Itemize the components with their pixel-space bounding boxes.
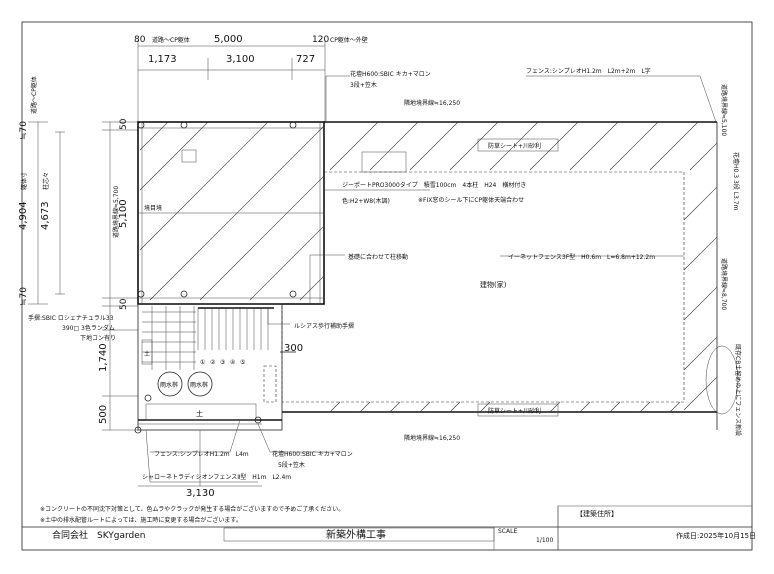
fence-top-label: フェンス:シンプレオH1.2m L2m+2m L字 — [526, 67, 651, 75]
dim-hashirashin: 柱芯々 — [42, 172, 50, 190]
fence-bottom-label: フェンス:シンプレオH1.2m L4m — [154, 451, 249, 458]
soil-label: 土 — [196, 409, 203, 418]
dim-road-cp-left: 道路〜CP躯体 — [30, 76, 38, 114]
company-name: 合同会社 SKYgarden — [52, 529, 146, 541]
carport-label: ジーポートPRO3000タイプ 積雪100cm 4本柱 H24 横材付き — [342, 181, 526, 189]
title-block — [22, 505, 753, 551]
dim-50-bottom: 50 — [119, 298, 129, 310]
dim-80: 80 — [134, 35, 146, 45]
num-3: ③ — [220, 359, 225, 366]
right-bottom-vert: 既存CB土留めの上にフェンス新設 — [734, 344, 742, 436]
tesuri-left-label: 手摺:SBIC ロシェナチュラル33 — [28, 314, 114, 322]
handrail-label: ルシアス歩行補助手摺 — [294, 322, 354, 330]
boundary-bottom-label: 隣地境界線≒16,250 — [404, 434, 460, 442]
address-label: 【建築住所】 — [576, 509, 618, 518]
dim-70-bottom: ≒70 — [19, 287, 29, 306]
right-mid-vert: 花壇H0.3 3段 L3.7m — [732, 152, 740, 211]
dim-727: 727 — [296, 54, 315, 65]
carport-area — [137, 121, 325, 305]
drawing-border — [21, 21, 753, 551]
tiles-sub-label: 下地コン有り — [80, 334, 116, 342]
dim-5000: 5,000 — [214, 34, 243, 45]
left-road-border: 道路境界線≒5,700 — [112, 186, 120, 238]
hanadan-bottom-sub: 5段+笠木 — [278, 461, 305, 469]
building-label: 建物(家) — [480, 280, 507, 289]
kiso-note: 基礎に合わせて柱移動 — [348, 253, 408, 261]
dim-70-top: ≒70 — [19, 121, 29, 140]
dim-120: 120 — [312, 35, 329, 45]
num-2: ② — [210, 359, 216, 366]
project-title: 新築外構工事 — [326, 528, 386, 541]
right-low-vert: 道路境界線≒8,700 — [720, 258, 728, 310]
step-300: 300 — [284, 343, 303, 354]
carport-note: ※FIX窓のシール下にCP躯体天端合わせ — [418, 196, 524, 204]
building-outline — [281, 171, 685, 403]
num-1: ① — [200, 359, 205, 366]
entry-area — [134, 303, 296, 434]
bousou-bottom-label: 防草シート+川砂利 — [488, 407, 541, 415]
top-dimensions — [137, 40, 326, 122]
dim-4673: 4,673 — [40, 201, 51, 230]
scale-label: SCALE — [498, 528, 517, 535]
dim-50-top: 50 — [119, 118, 129, 130]
right-top-vert: 道路境界線≒5,100 — [720, 84, 728, 136]
dim-3100: 3,100 — [226, 54, 255, 65]
dim-1173: 1,173 — [148, 54, 177, 65]
carport-color: 色:H2+W8(木調) — [342, 197, 390, 205]
dim-1740: 1,740 — [98, 343, 109, 372]
note-1: ※コンクリートの不同沈下対策として、色ムラやクラックが発生する場合がございますの… — [40, 505, 344, 513]
note-2: ※土中の排水配管ルートによっては、施工時に変更する場合がございます。 — [40, 516, 242, 524]
boundary-top-label: 隣地境界線≒16,250 — [404, 99, 460, 107]
hanadan-top-sub: 3段+笠木 — [350, 81, 377, 89]
num-5: ⑤ — [240, 359, 245, 366]
water-basin-2: 雨水桝 — [190, 381, 208, 389]
leader-lines — [102, 75, 717, 487]
dim-5100: 5,100 — [118, 199, 129, 228]
hanadan-top-label: 花壇H600:SBIC キカ+マロン — [350, 70, 431, 78]
created-date: 作成日:2025年10月15日 — [676, 531, 756, 540]
water-basin-1: 雨水桝 — [160, 381, 178, 389]
bousou-top-label: 防草シート+川砂利 — [488, 142, 541, 150]
dim-3130: 3,130 — [186, 488, 215, 499]
num-4: ④ — [230, 359, 235, 366]
sakaime-label: 境目境 — [144, 204, 162, 212]
right-area — [281, 121, 739, 430]
metal-fence-label: イーネットフェンス3F型 H0.6m L=6.8m+12.2m — [508, 253, 655, 261]
dim-500: 500 — [98, 405, 109, 424]
hanadan-bottom-label: 花壇H600:SBIC キカ+マロン — [272, 450, 353, 458]
shaded-fence-label: シャローネトラディシオンフェンスⅡ型 H1m L2.4m — [142, 473, 291, 481]
dim-cp-wall: CP躯体〜外壁 — [330, 36, 368, 44]
dim-road-cp: 道路〜CP躯体 — [152, 36, 190, 44]
tiles-label: 390□ 3色ランダム — [62, 324, 115, 332]
entry-soil-small: 土 — [144, 350, 150, 358]
dim-4904: 4,904 — [18, 201, 29, 230]
dim-kutai: 躯体寸 — [20, 172, 28, 190]
left-dimensions — [28, 121, 138, 431]
scale-value: 1/100 — [536, 537, 553, 544]
